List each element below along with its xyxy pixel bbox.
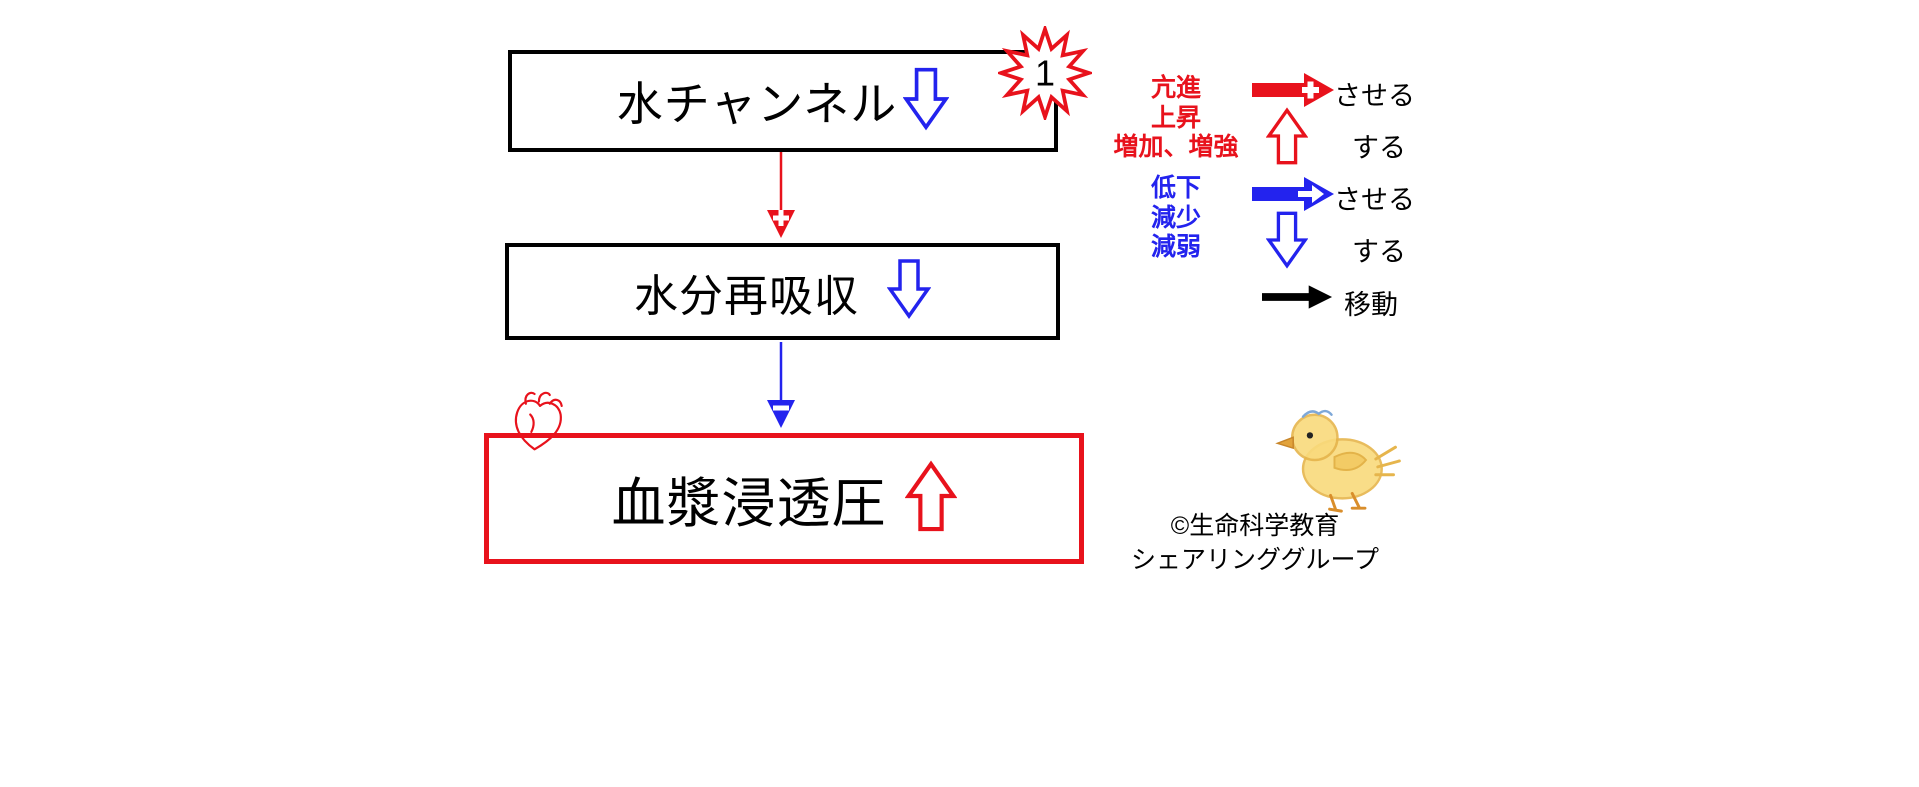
legend-increase-terms: 亢進 上昇 増加、増強 bbox=[1100, 74, 1252, 163]
legend-term: 減弱 bbox=[1150, 233, 1201, 261]
increase-connector-arrow bbox=[759, 152, 803, 242]
move-arrow-icon bbox=[1262, 284, 1334, 315]
water-reabsorption-label: 水分再吸収 bbox=[634, 271, 859, 321]
chick-mascot-icon bbox=[1262, 400, 1407, 523]
credit-line-1: ©生命科学教育 bbox=[1170, 512, 1340, 540]
step-number: 1 bbox=[1035, 53, 1055, 94]
starburst-step-badge: 1 bbox=[995, 23, 1095, 123]
red-up-arrow-icon bbox=[1265, 106, 1309, 171]
red-causative-arrow-icon bbox=[1252, 70, 1336, 115]
legend-decrease-terms: 低下 減少 減弱 bbox=[1100, 174, 1252, 263]
credit-line-2: シェアリンググループ bbox=[1130, 545, 1379, 574]
legend-label-move: 移動 bbox=[1344, 290, 1398, 320]
flow-box-plasma-osmotic-pressure: 血漿浸透圧 bbox=[484, 433, 1084, 564]
flow-box-water-channel: 水チャンネル bbox=[508, 50, 1058, 152]
decrease-arrow-icon bbox=[902, 66, 950, 137]
decrease-arrow-icon bbox=[886, 258, 932, 325]
legend-term: 減少 bbox=[1150, 203, 1201, 232]
increase-arrow-icon bbox=[904, 459, 957, 538]
legend-term: 亢進 bbox=[1150, 74, 1201, 102]
credit-text: ©生命科学教育 シェアリンググループ bbox=[1105, 510, 1405, 578]
legend-label-increase-plain: する bbox=[1352, 133, 1406, 163]
legend-term: 低下 bbox=[1150, 174, 1201, 202]
plasma-osmotic-pressure-label: 血漿浸透圧 bbox=[611, 474, 887, 534]
blue-causative-arrow-icon bbox=[1252, 174, 1336, 219]
legend-label-decrease-causative: させる bbox=[1334, 185, 1415, 215]
legend-term: 増加、増強 bbox=[1113, 133, 1239, 161]
heart-icon bbox=[502, 381, 578, 459]
legend-term: 上昇 bbox=[1150, 103, 1201, 132]
legend-label-increase-causative: させる bbox=[1334, 81, 1415, 111]
flow-box-water-reabsorption: 水分再吸収 bbox=[505, 243, 1060, 340]
decrease-connector-arrow bbox=[759, 342, 803, 432]
water-channel-label: 水チャンネル bbox=[616, 78, 898, 130]
legend-label-decrease-plain: する bbox=[1352, 237, 1406, 267]
blue-down-arrow-icon bbox=[1265, 210, 1309, 275]
